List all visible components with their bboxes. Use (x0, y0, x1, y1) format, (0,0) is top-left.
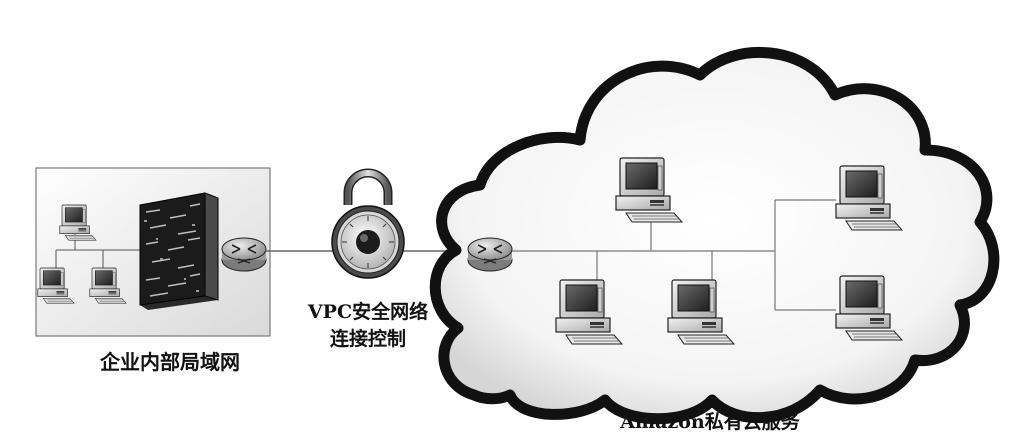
padlock-icon (331, 168, 405, 279)
firewall-icon (139, 192, 219, 310)
cloud-router-icon (467, 237, 513, 272)
lan-panel (35, 167, 271, 337)
lan-router-icon (221, 237, 267, 272)
cloud-wiring (510, 199, 836, 311)
vpc-label-line2: 连接控制 (329, 328, 406, 350)
cloud-label: Amazon私有云服务 (620, 411, 800, 433)
lan-label: 企业内部局域网 (100, 350, 240, 374)
cloud-icon (429, 46, 1000, 425)
vpc-label-line1: VPC安全网络 (307, 301, 429, 323)
